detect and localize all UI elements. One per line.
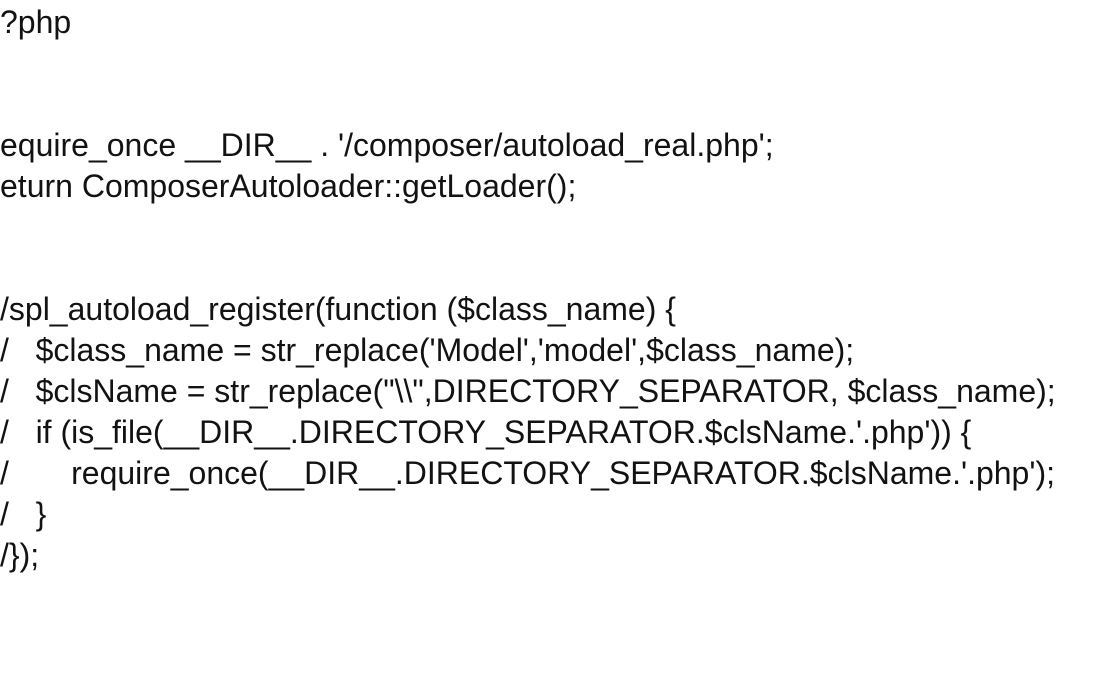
- code-line: [0, 84, 1107, 125]
- code-line: [0, 43, 1107, 84]
- code-line: / }: [0, 496, 47, 532]
- code-area[interactable]: ?php equire_once __DIR__ . '/composer/aut…: [0, 2, 1107, 576]
- code-line: /});: [0, 537, 40, 573]
- code-line: [0, 207, 1107, 248]
- code-line: eturn ComposerAutoloader::getLoader();: [0, 168, 577, 204]
- code-line: ?php: [0, 4, 72, 40]
- code-line: / $clsName = str_replace("\\",DIRECTORY_…: [0, 373, 1056, 409]
- code-line: /spl_autoload_register(function ($class_…: [0, 291, 676, 327]
- code-line: / require_once(__DIR__.DIRECTORY_SEPARAT…: [0, 455, 1055, 491]
- code-line: equire_once __DIR__ . '/composer/autoloa…: [0, 127, 774, 163]
- code-line: [0, 248, 1107, 289]
- code-line: / if (is_file(__DIR__.DIRECTORY_SEPARATO…: [0, 414, 972, 450]
- code-line: / $class_name = str_replace('Model','mod…: [0, 332, 855, 368]
